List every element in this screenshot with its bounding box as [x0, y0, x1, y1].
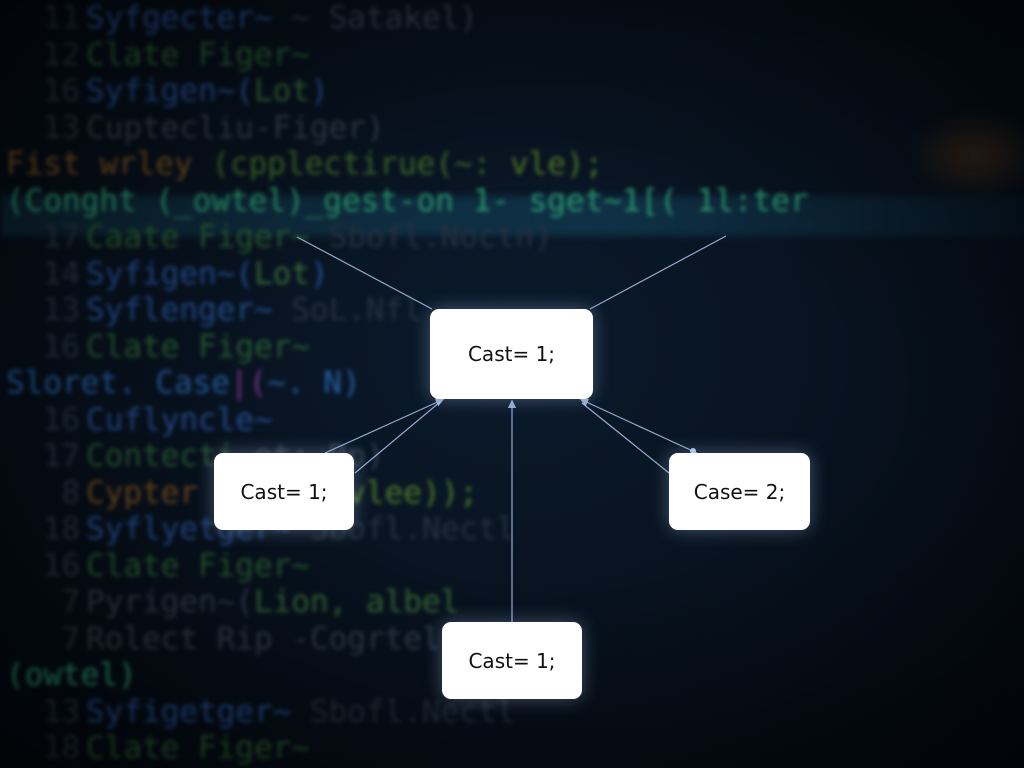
node-top[interactable]: Cast= 1; [430, 309, 593, 399]
node-top-label: Cast= 1; [467, 342, 556, 366]
node-bottom[interactable]: Cast= 1; [442, 622, 582, 699]
node-right[interactable]: Case= 2; [669, 453, 810, 530]
edge-right-to-top-a [579, 398, 698, 454]
edge-top-to-upper-right [589, 235, 727, 310]
edge-right-to-top-b [581, 402, 670, 474]
node-left-label: Cast= 1; [240, 479, 328, 504]
node-left[interactable]: Cast= 1; [214, 453, 354, 530]
edge-top-to-upper-left [296, 236, 433, 310]
node-bottom-label: Cast= 1; [468, 648, 556, 673]
node-right-label: Case= 2; [693, 479, 786, 504]
edge-arrow-dot-right [690, 448, 696, 454]
edge-left-to-top-b [354, 401, 441, 474]
edge-left-to-top-a [324, 398, 445, 454]
